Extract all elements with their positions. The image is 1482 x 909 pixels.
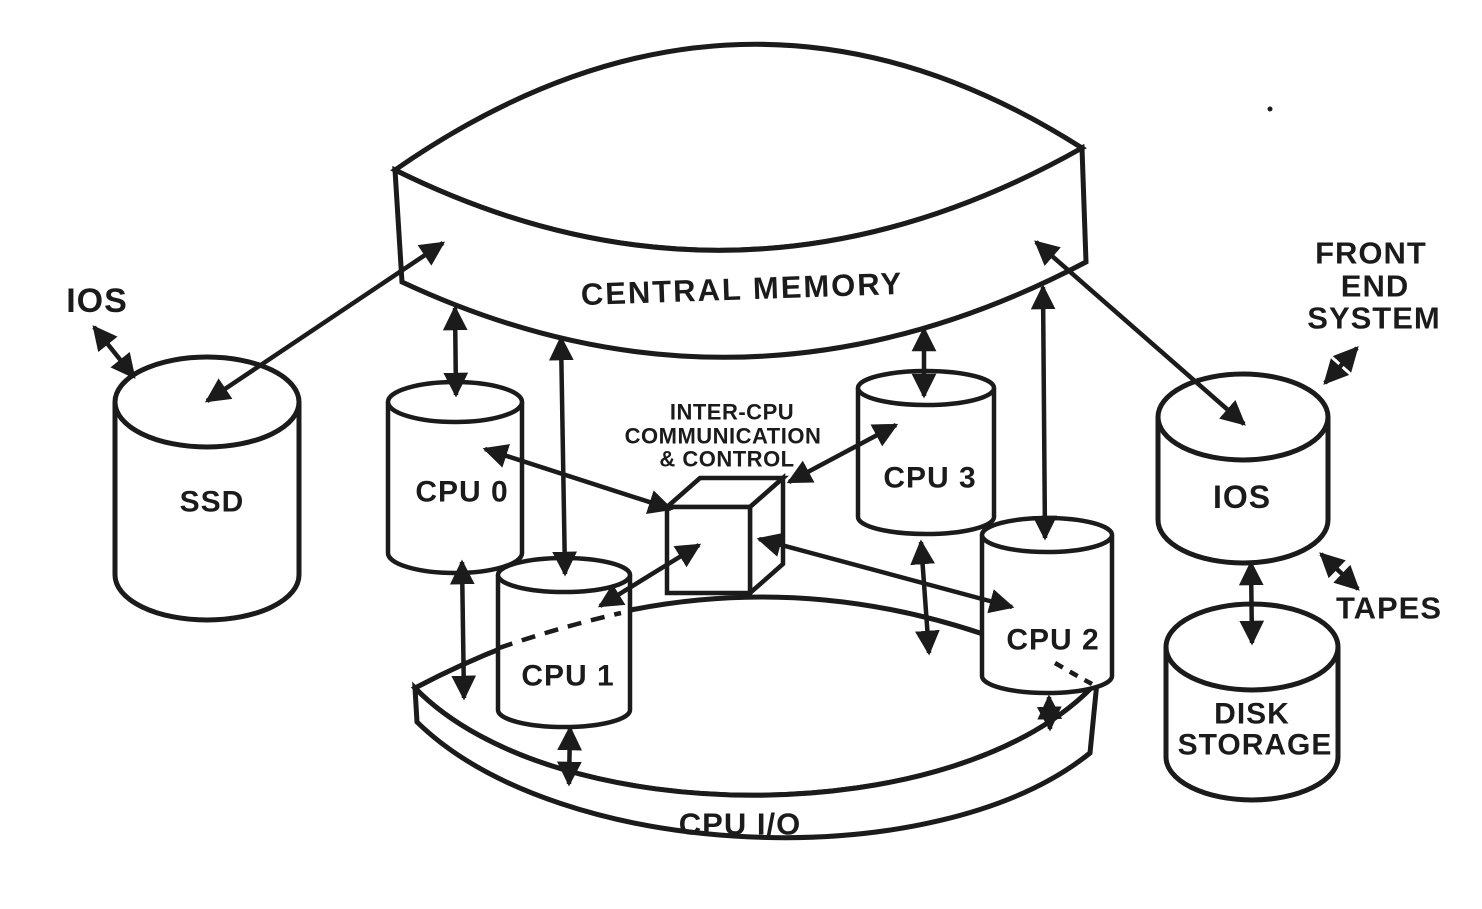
cpu2-label: CPU 2 xyxy=(1006,624,1099,657)
ssd-top xyxy=(112,354,302,450)
edge-ssd-central-memory xyxy=(204,241,446,403)
edge-cpu2-central-memory xyxy=(1030,284,1058,541)
cpu0-label: CPU 0 xyxy=(415,476,508,509)
edge-central-memory-ios-right xyxy=(1034,240,1246,426)
ios-right-top xyxy=(1155,371,1331,463)
edge-intercpu-cpu1 xyxy=(597,543,702,608)
edge-cpu0-cpu-io xyxy=(449,559,477,701)
front-end-label-line2: END xyxy=(1341,269,1409,304)
disk-storage-label-line2: STORAGE xyxy=(1178,729,1333,762)
edge-intercpu-cpu3 xyxy=(786,423,899,484)
edge-ios-right-disk-storage xyxy=(1238,560,1265,646)
disk-storage-label-line1: DISK xyxy=(1214,698,1290,731)
front-end-label-line3: SYSTEM xyxy=(1307,301,1440,336)
disk-storage-cylinder xyxy=(1163,601,1341,803)
ios-right-cylinder xyxy=(1155,371,1331,566)
cpu-io-label: CPU I/O xyxy=(679,807,801,842)
scan-speck xyxy=(1267,106,1273,112)
edge-cpu2-cpu-io xyxy=(1036,694,1063,732)
ssd-body xyxy=(112,402,302,623)
central-memory-disk xyxy=(390,41,1089,360)
cpu1-cylinder xyxy=(495,555,633,730)
inter-cpu-cube xyxy=(661,473,789,598)
cpu1-label: CPU 1 xyxy=(521,660,614,693)
cpu3-label: CPU 3 xyxy=(883,462,976,495)
cpu2-body xyxy=(979,535,1115,696)
hidden-edge-dashed-cpu2 xyxy=(1053,661,1094,686)
ios-right-label: IOS xyxy=(1213,479,1271,515)
ios-left-label: IOS xyxy=(66,282,128,320)
edge-ios-right-tapes xyxy=(1319,552,1360,591)
edge-ios-right-front-end xyxy=(1323,346,1359,385)
ssd-label: SSD xyxy=(180,486,245,519)
edge-cpu1-cpu-io xyxy=(557,725,582,787)
edge-intercpu-cpu2 xyxy=(756,532,1015,614)
cube-front-face xyxy=(664,504,753,596)
tapes-label: TAPES xyxy=(1336,591,1442,626)
inter-cpu-label-line1: INTER-CPU xyxy=(670,400,794,425)
edge-cpu0-central-memory xyxy=(442,305,469,398)
edges xyxy=(92,240,1360,787)
edge-ios-left-ssd xyxy=(92,325,136,379)
inter-cpu-label-line3: & CONTROL xyxy=(659,447,794,472)
edge-intercpu-cpu0 xyxy=(482,444,674,514)
edge-cpu1-central-memory xyxy=(549,335,577,577)
front-end-label-line1: FRONT xyxy=(1315,236,1427,271)
inter-cpu-label-line2: COMMUNICATION xyxy=(625,424,822,449)
cpu-io-band xyxy=(412,674,1101,841)
